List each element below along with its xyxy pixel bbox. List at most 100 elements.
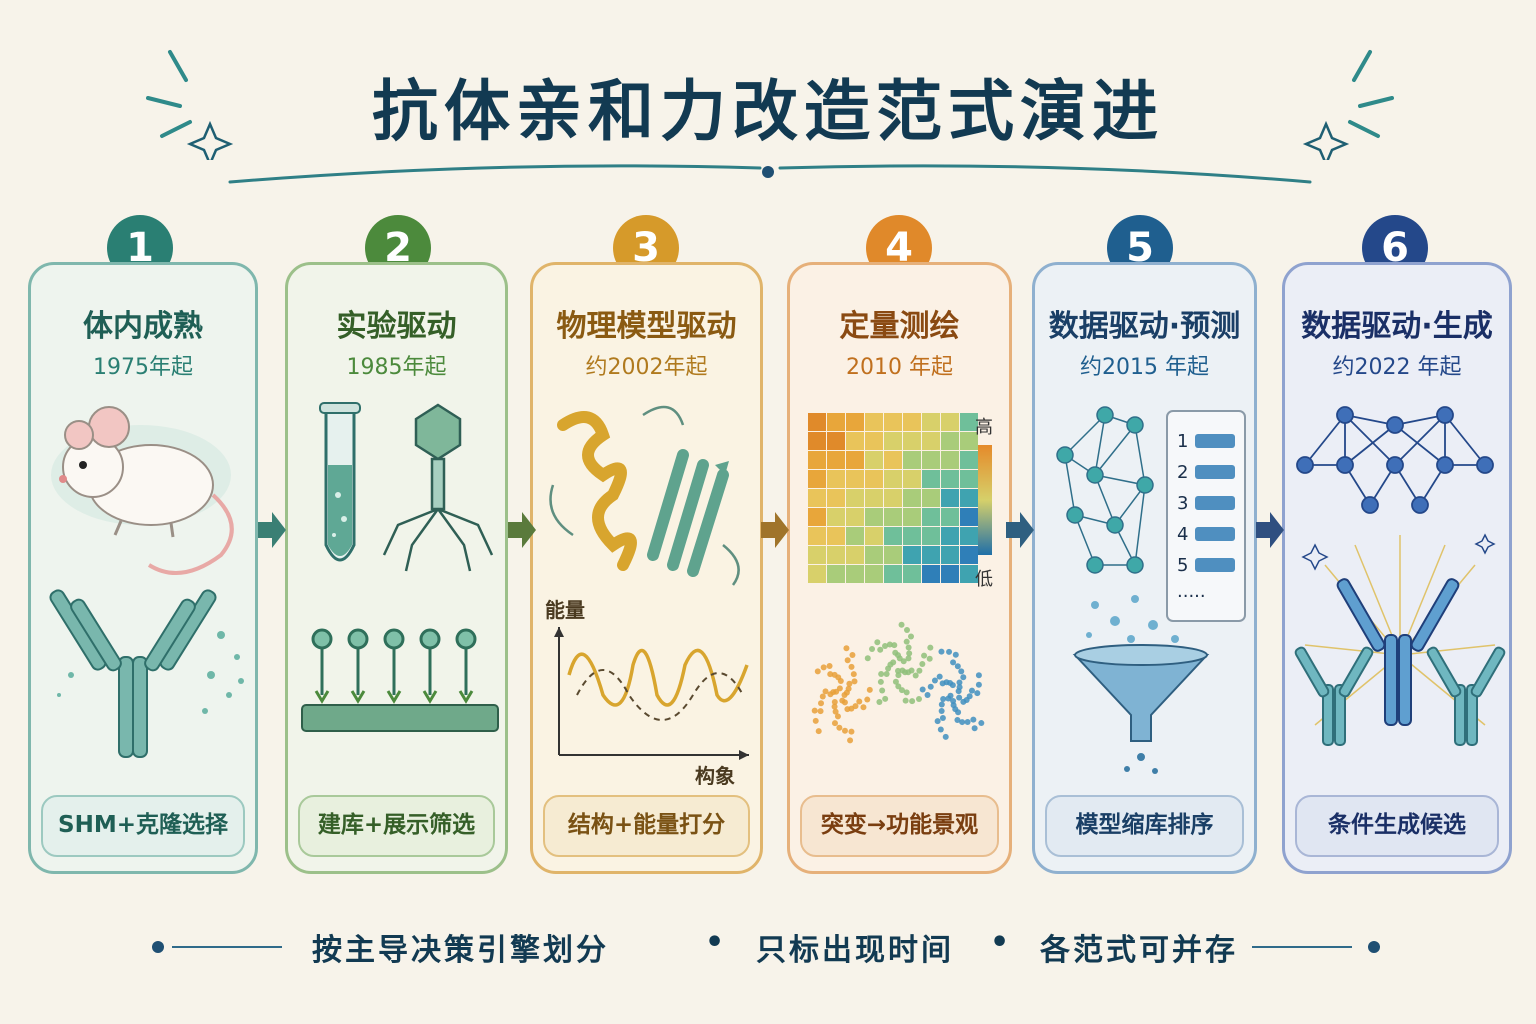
rank-bar	[1195, 558, 1235, 572]
landscape-dot	[974, 690, 981, 697]
rank-bar	[1195, 496, 1235, 510]
landscape-dot	[841, 699, 848, 706]
landscape-dot	[811, 707, 818, 714]
landscape-dot	[900, 658, 907, 665]
landscape-dot	[954, 717, 961, 724]
stage-title: 实验驱动	[336, 309, 457, 344]
heatmap-cell	[960, 489, 978, 507]
mouse-antibody-illustration	[49, 406, 244, 758]
landscape-dot	[841, 727, 848, 734]
heatmap-cell	[903, 413, 921, 431]
landscape-dot	[955, 709, 962, 716]
landscape-dot	[826, 663, 833, 670]
landscape-dot	[971, 725, 978, 732]
landscape-dot	[946, 648, 953, 655]
arrow-right-icon	[508, 512, 536, 548]
heatmap-cell	[827, 432, 845, 450]
landscape-dot	[912, 672, 919, 679]
heatmap-cell	[846, 470, 864, 488]
landscape-dot	[952, 651, 959, 658]
landscape-dot	[975, 672, 982, 679]
heatmap-cell	[827, 546, 845, 564]
landscape-dot	[960, 674, 967, 681]
arrow-right-icon	[761, 512, 789, 548]
landscape-dot	[836, 724, 843, 731]
heatmap-cell	[808, 546, 826, 564]
heatmap-cell	[884, 432, 902, 450]
heatmap-cell	[827, 508, 845, 526]
heatmap-cell	[941, 489, 959, 507]
landscape-dot	[927, 683, 934, 690]
heatmap-cell	[808, 432, 826, 450]
landscape-dot	[885, 665, 892, 672]
landscape-dot	[968, 687, 975, 694]
landscape-dot	[938, 648, 945, 655]
landscape-dot	[891, 642, 898, 649]
test-tube-icon	[319, 402, 361, 562]
landscape-dot	[849, 651, 856, 658]
landscape-dot	[905, 644, 912, 651]
landscape-dot	[904, 626, 911, 633]
heatmap-cell	[922, 413, 940, 431]
arrow-right-icon	[1256, 512, 1284, 548]
landscape-dot	[924, 692, 931, 699]
heatmap-cell	[808, 565, 826, 583]
heatmap-cell	[884, 413, 902, 431]
heatmap-cell	[827, 527, 845, 545]
footer-part2: 只标出现时间	[756, 933, 954, 968]
landscape-dot	[831, 720, 838, 727]
page-title: 抗体亲和力改造范式演进	[372, 73, 1164, 150]
plot-ylabel: 能量	[545, 598, 585, 622]
heatmap-cell	[846, 413, 864, 431]
landscape-dot	[812, 717, 819, 724]
landscape-dot	[907, 633, 914, 640]
stage-year: 1985年起	[346, 355, 447, 380]
landscape-dot	[902, 697, 909, 704]
generative-network-icon	[1296, 406, 1494, 514]
heatmap-cell	[846, 546, 864, 564]
landscape-dot	[877, 646, 884, 653]
landscape-dot	[892, 678, 899, 685]
landscape-dot	[903, 689, 910, 696]
heatmap-cell	[903, 432, 921, 450]
heatmap-cell	[941, 413, 959, 431]
rank-bar	[1195, 434, 1235, 448]
mouse-icon	[59, 406, 234, 575]
heatmap-cell	[960, 546, 978, 564]
heatmap-cell	[846, 565, 864, 583]
landscape-dot	[879, 687, 886, 694]
stage-title: 数据驱动·预测	[1048, 309, 1241, 344]
heatmap-cell	[922, 432, 940, 450]
landscape-dot	[978, 720, 985, 727]
arrow-right-icon	[1006, 512, 1034, 548]
landscape-dot	[869, 646, 876, 653]
landscape-dot	[937, 726, 944, 733]
landscape-dot	[906, 650, 913, 657]
landscape-dot	[898, 621, 905, 628]
stage-tag: 突变→功能景观	[800, 795, 999, 857]
footer-line	[172, 946, 282, 948]
footer-dot	[1368, 941, 1380, 953]
heatmap-cell	[865, 565, 883, 583]
color-scale-bar	[978, 445, 992, 555]
heatmap-cell	[865, 470, 883, 488]
heatmap-cell	[960, 413, 978, 431]
heatmap-cell	[922, 546, 940, 564]
heatmap-cell	[884, 565, 902, 583]
heatmap-cell	[865, 508, 883, 526]
landscape-dot	[876, 698, 883, 705]
heatmap-cell	[846, 432, 864, 450]
heatmap-cell	[960, 432, 978, 450]
landscape-dot	[895, 672, 902, 679]
landscape-dot	[877, 678, 884, 685]
stage-title: 数据驱动·生成	[1301, 309, 1493, 344]
footer-line	[1252, 946, 1352, 948]
energy-plot-icon	[554, 627, 749, 760]
heatmap-cell	[960, 470, 978, 488]
stage-year: 约2015 年起	[1080, 355, 1209, 380]
landscape-dot	[959, 719, 966, 726]
stage-card-6: 数据驱动·生成 约2022 年起	[1282, 262, 1512, 874]
landscape-dot	[860, 704, 867, 711]
heatmap-cell	[884, 470, 902, 488]
landscape-dot	[827, 671, 834, 678]
